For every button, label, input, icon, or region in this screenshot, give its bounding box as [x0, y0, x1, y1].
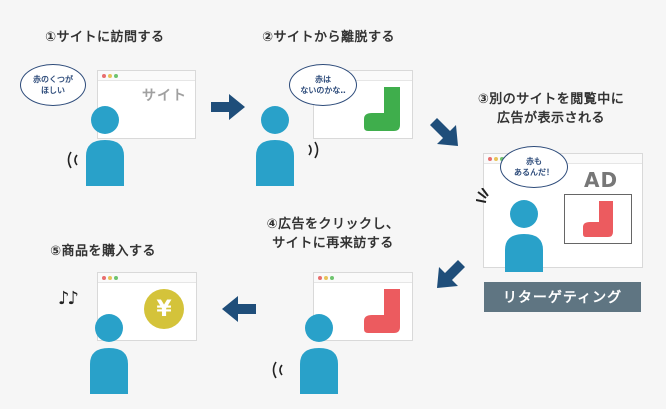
step4-motion-lines-icon [272, 361, 283, 379]
yen-symbol: ¥ [156, 296, 172, 322]
retargeting-label: リターゲティング [484, 282, 641, 312]
step4-title-line1: ④広告をクリックし、 [266, 217, 400, 232]
ad-label: AD [584, 168, 619, 192]
surprise-lines-icon [476, 188, 489, 203]
step4-person-icon [300, 314, 338, 394]
step1-speech-bubble: 赤のくつがほしい [20, 64, 86, 106]
step1-window-label: サイト [142, 88, 187, 104]
arrow-left-icon [222, 296, 256, 322]
yen-coin-icon: ¥ [144, 289, 184, 329]
green-shoe-icon [364, 87, 400, 131]
step1-bubble-line2: ほしい [41, 86, 65, 95]
step4-title: ④広告をクリックし、 サイトに再来訪する [258, 215, 408, 253]
step4-red-shoe-icon [364, 289, 400, 333]
step1-motion-lines-icon [67, 151, 78, 169]
step4-title-line2: サイトに再来訪する [272, 236, 394, 251]
step2-title: ②サイトから離脱する [262, 30, 396, 45]
step3-title-line2: 広告が表示される [496, 111, 605, 126]
step3-bubble-line2: あるんだ！ [514, 168, 554, 177]
step1-title: ①サイトに訪問する [45, 30, 165, 45]
arrow-right-icon [211, 94, 245, 120]
step2-bubble-line2: ないのかな‥ [300, 86, 346, 95]
step3-title-line1: ③別のサイトを閲覧中に [477, 92, 625, 107]
step2-speech-bubble: 赤はないのかな‥ [289, 64, 357, 106]
step3-title: ③別のサイトを閲覧中に 広告が表示される [476, 90, 626, 128]
music-notes-icon: ♪♪ [58, 288, 79, 309]
step3-speech-bubble: 赤もあるんだ！ [500, 146, 568, 188]
step2-bubble-line1: 赤は [315, 75, 331, 84]
step2-browser-window [313, 70, 413, 139]
red-shoe-icon [583, 201, 613, 237]
step1-person-icon [86, 106, 124, 186]
step5-title: ⑤商品を購入する [50, 244, 157, 259]
arrow-down-left-icon [437, 260, 465, 288]
step1-bubble-line1: 赤のくつが [33, 75, 73, 84]
step3-person-icon [505, 200, 543, 272]
step5-person-icon [90, 314, 128, 394]
step2-motion-lines-icon [308, 141, 319, 159]
step2-person-icon [256, 106, 294, 186]
arrow-down-right-icon [430, 118, 458, 146]
step3-bubble-line1: 赤も [526, 157, 542, 166]
ad-banner-box[interactable] [564, 194, 632, 244]
